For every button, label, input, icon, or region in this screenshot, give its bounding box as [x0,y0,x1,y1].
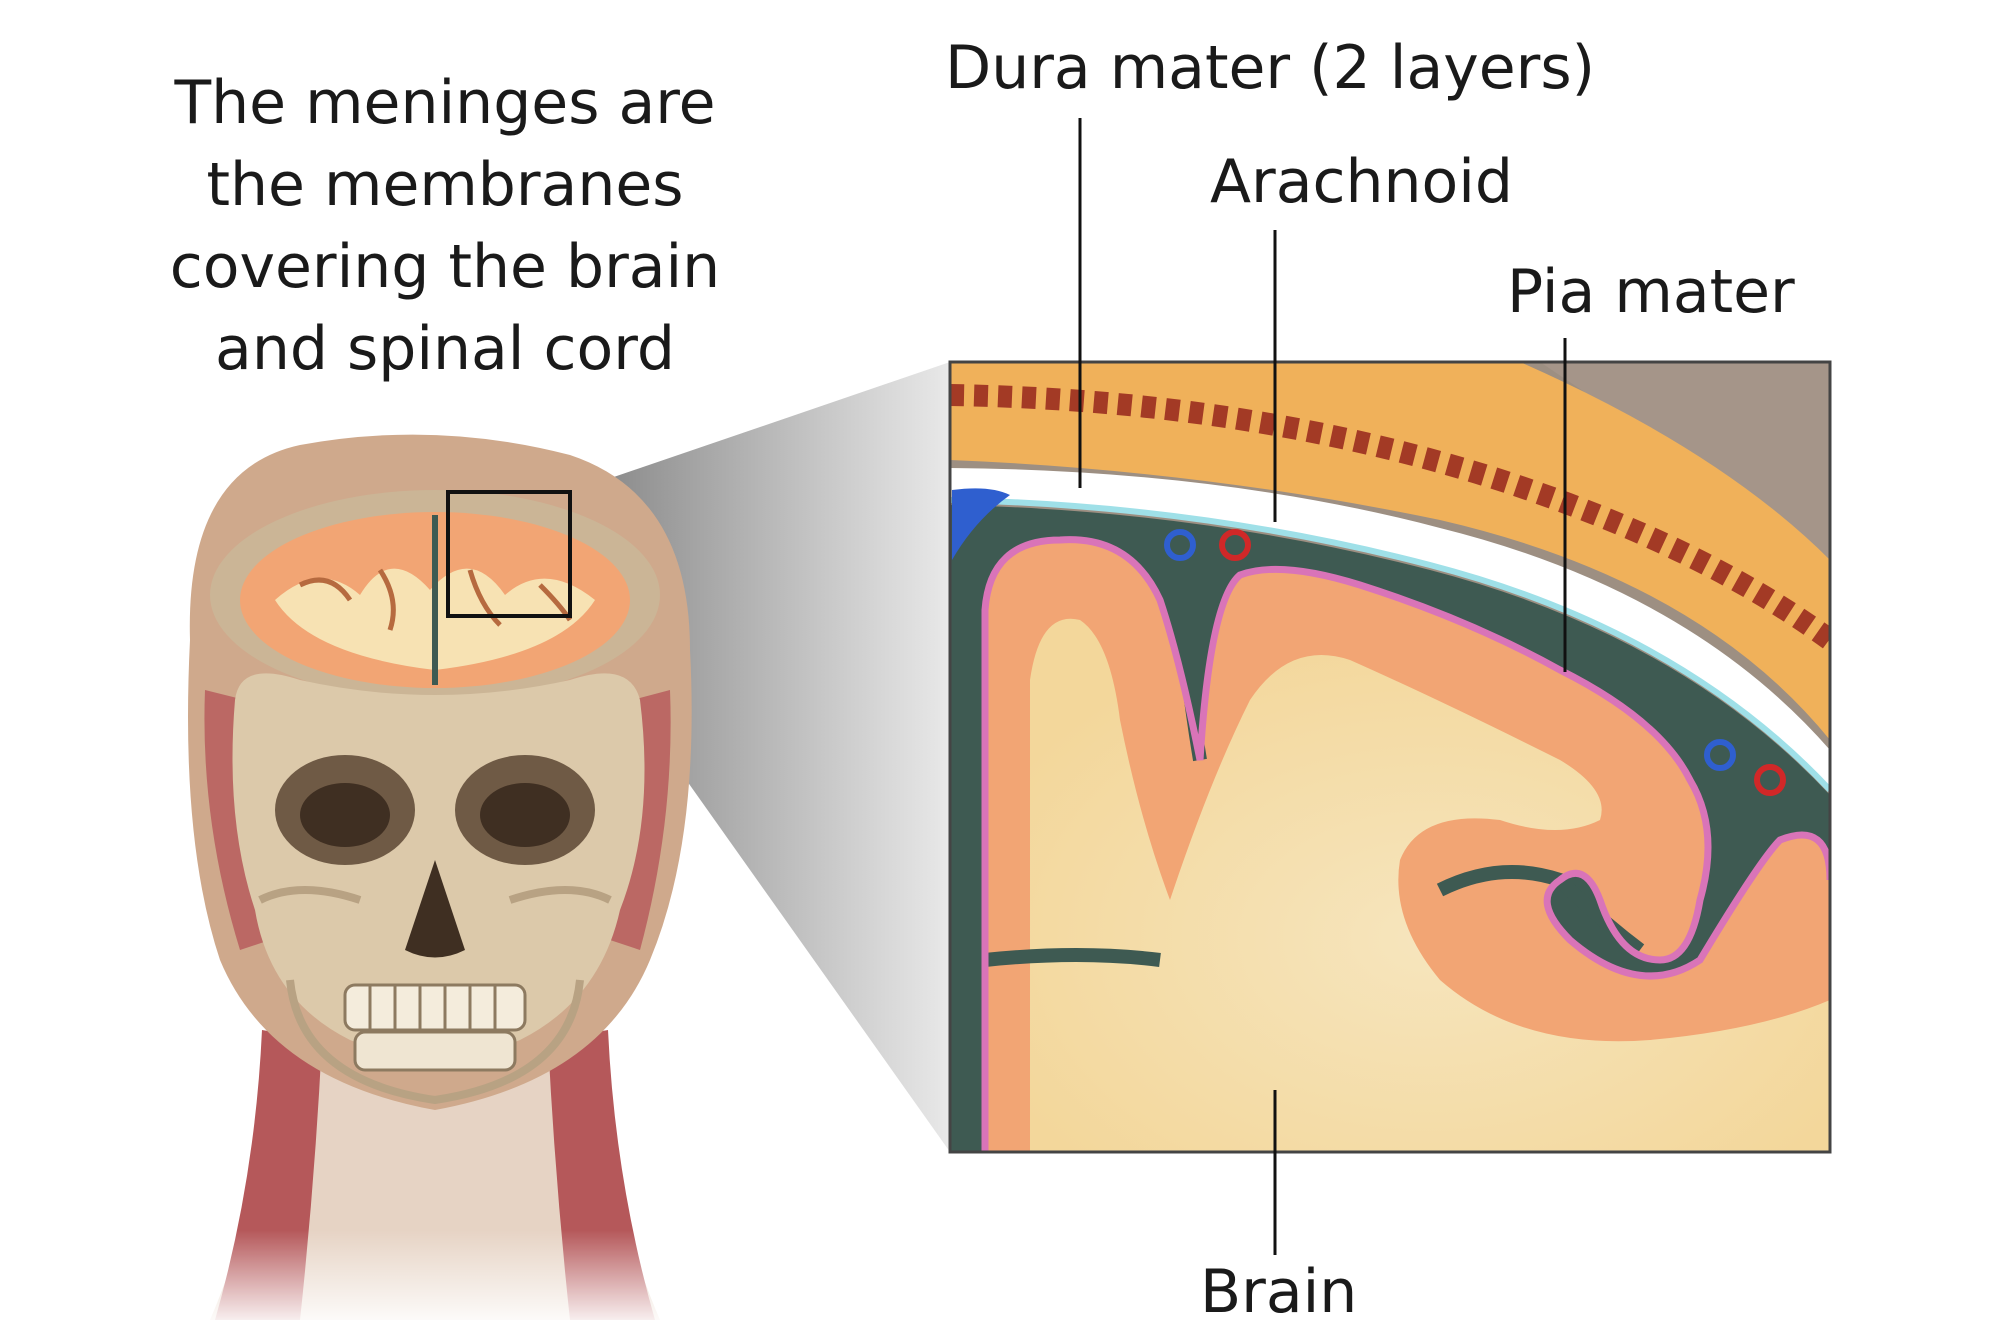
label-brain: Brain [1200,1257,1358,1327]
upper-teeth [343,983,527,1032]
cross-section-panel [950,362,1830,1152]
caption-line-3: covering the brain [169,232,721,302]
vein-1 [1164,529,1196,561]
artery-2 [1754,764,1786,796]
artery-1 [1219,529,1251,561]
caption-line-1: The meninges are [174,68,716,138]
nasal-cavity [405,860,465,958]
label-pia-mater: Pia mater [1507,257,1795,327]
brain-white-matter [1030,618,1830,1152]
label-arachnoid: Arachnoid [1210,147,1513,217]
zoom-selection-box [446,490,572,618]
label-dura-mater: Dura mater (2 layers) [945,33,1595,103]
caption: The meninges are the membranes covering … [95,62,795,390]
caption-line-4: and spinal cord [215,314,675,384]
caption-line-2: the membranes [206,150,684,220]
vein-2 [1704,739,1736,771]
skull-band [950,362,1830,740]
dura-layer [950,468,1830,790]
cross-section-frame [948,360,1832,1154]
lower-teeth [353,1030,517,1072]
pia-layer [981,536,1830,1152]
head-illustration [188,434,692,1330]
